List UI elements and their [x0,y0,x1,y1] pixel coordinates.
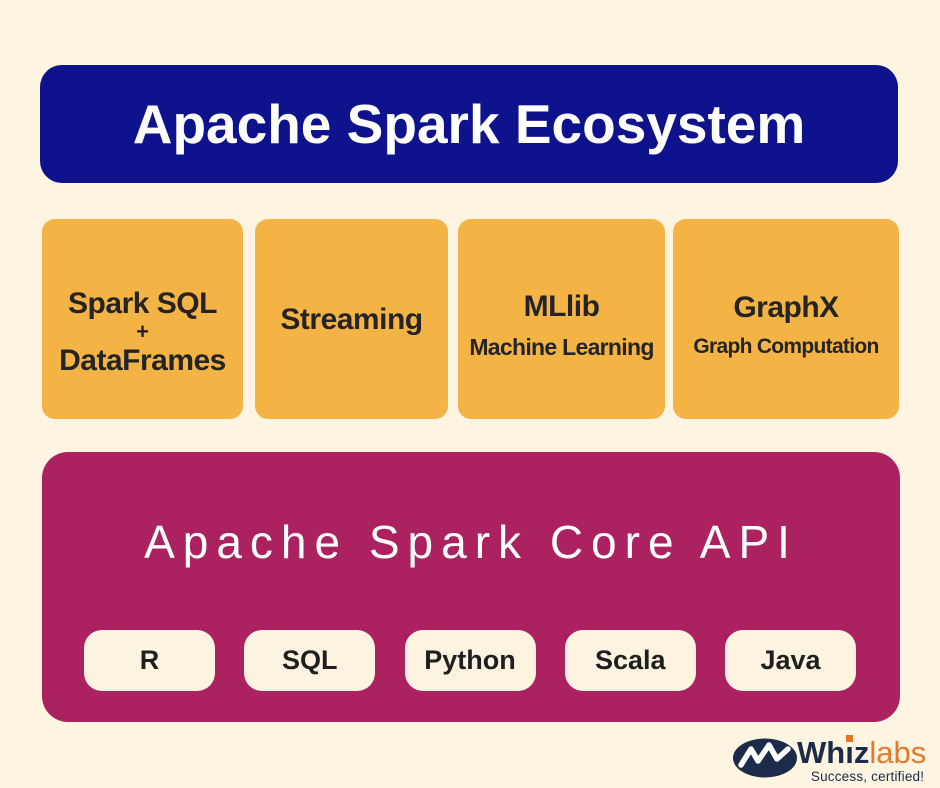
language-pill-java: Java [725,630,856,691]
mllib-subtitle: Machine Learning [469,333,654,360]
logo-tagline: Success, certified! [810,769,925,784]
component-box-mllib: MLlib Machine Learning [458,219,665,419]
whizlabs-ellipse-icon [733,738,797,778]
graphx-subtitle: Graph Computation [693,335,879,358]
component-box-spark-sql: Spark SQL + DataFrames [42,219,243,419]
language-pill-scala: Scala [564,630,696,691]
spark-sql-label: Spark SQL [68,286,217,320]
language-pill-sql: SQL [244,630,376,691]
streaming-label: Streaming [280,302,423,336]
core-api-title: Apache Spark Core API [144,516,798,568]
plus-sign: + [136,318,149,344]
graphx-title: GraphX [733,291,839,324]
core-api-panel: Apache Spark Core API R SQL Python Scala… [42,452,900,722]
language-pill-row: R SQL Python Scala Java [84,630,856,691]
language-pill-python: Python [404,630,536,691]
logo-i-dot [846,735,854,742]
page-title: Apache Spark Ecosystem [132,93,806,155]
dataframes-label: DataFrames [59,344,226,378]
mllib-title: MLlib [523,289,600,323]
language-pill-r: R [84,630,215,691]
header-banner: Apache Spark Ecosystem [40,65,898,183]
component-box-graphx: GraphX Graph Computation [673,219,899,419]
component-box-streaming: Streaming [255,219,448,419]
